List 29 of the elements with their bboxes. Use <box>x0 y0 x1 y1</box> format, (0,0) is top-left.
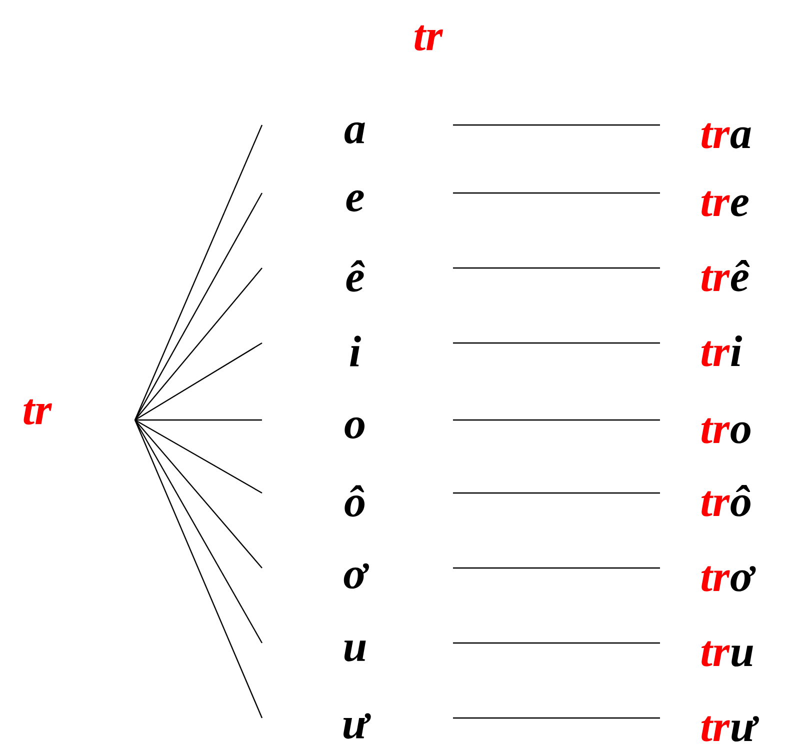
vowel-part: a <box>730 127 751 148</box>
heading: tr <box>414 25 443 51</box>
onset-part: tr <box>702 491 730 516</box>
vowel-label: a <box>344 122 365 144</box>
vowel-part: u <box>732 646 753 666</box>
vowel-part: i <box>731 335 742 366</box>
onset-part: tr <box>702 716 730 742</box>
vowel-label: ư <box>343 713 371 739</box>
vowel-label: ô <box>344 485 364 517</box>
vowel-part: ô <box>730 484 750 516</box>
vowel-label: ơ <box>344 563 369 589</box>
onset-part: tr <box>702 191 730 216</box>
onset-part: tr <box>702 341 730 366</box>
onset-part: tr <box>702 266 730 292</box>
vowel-label: u <box>344 640 366 662</box>
vowel-label: e <box>346 190 364 212</box>
vowel-label: i <box>350 336 361 366</box>
onset-part: tr <box>702 123 730 148</box>
vowel-part: e <box>730 195 748 216</box>
vowel-part: ê <box>730 260 750 292</box>
vowel-part: o <box>730 422 750 444</box>
onset-part: tr <box>702 641 730 666</box>
onset-part: tr <box>702 566 730 592</box>
onset-part: tr <box>702 418 730 444</box>
vowel-part: ơ <box>730 566 756 592</box>
vowel-label: ê <box>346 260 365 292</box>
onset-label: tr <box>24 399 52 425</box>
vowel-label: o <box>344 417 364 439</box>
vowel-part: ư <box>732 716 759 742</box>
